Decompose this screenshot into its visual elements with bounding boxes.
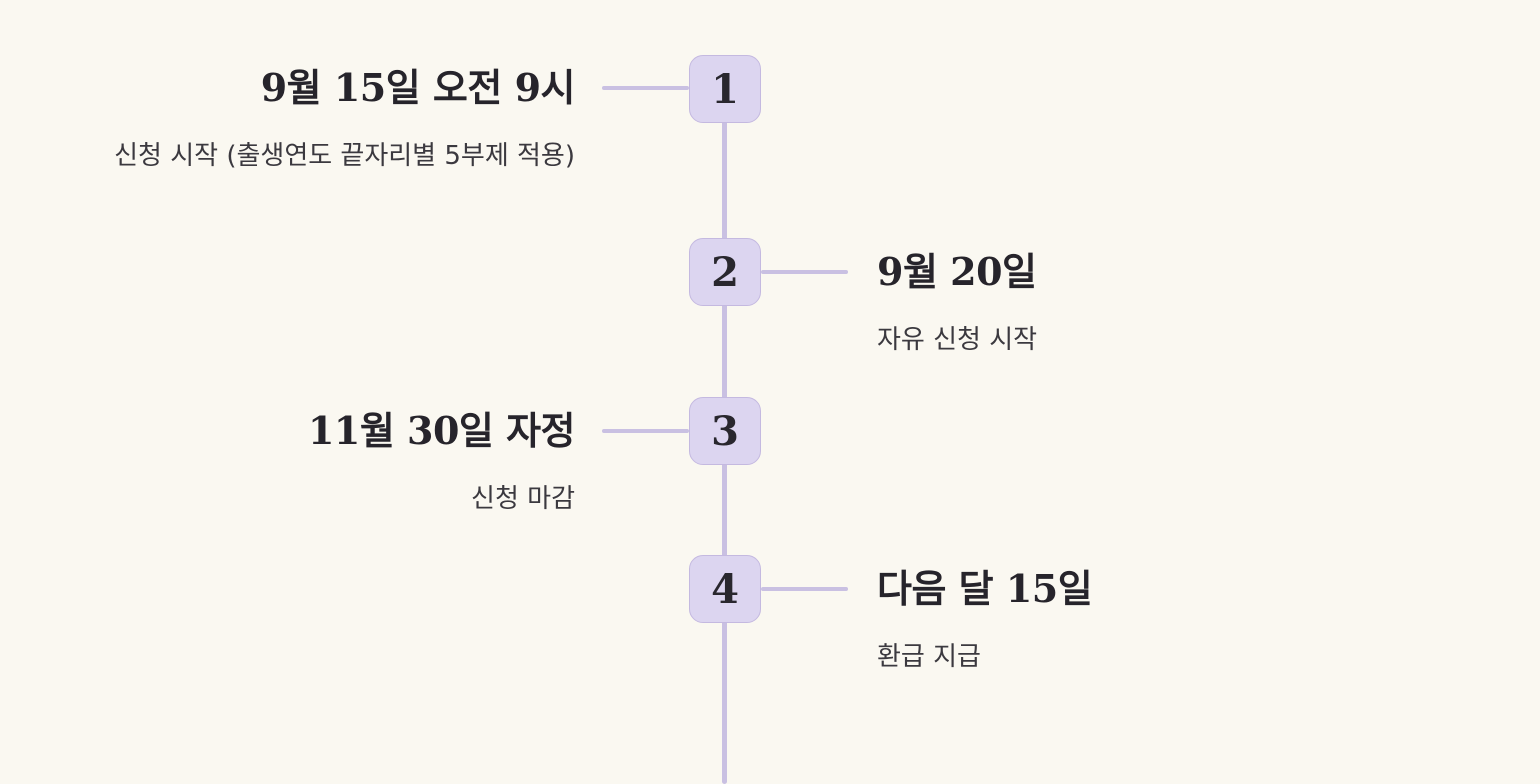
timeline-node-4: 4 (689, 555, 761, 623)
milestone-description: 환급 지급 (877, 642, 981, 672)
timeline-node-number: 1 (711, 65, 739, 113)
milestone-title: 다음 달 15일 (877, 566, 1093, 611)
milestone-title: 9월 15일 오전 9시 (260, 65, 576, 110)
milestone-description: 신청 마감 (471, 484, 575, 514)
timeline-connector-1 (602, 86, 689, 90)
timeline-connector-2 (761, 270, 848, 274)
timeline-node-number: 2 (711, 248, 739, 296)
milestone-title: 11월 30일 자정 (307, 408, 576, 453)
milestone-description: 자유 신청 시작 (877, 325, 1038, 355)
milestone-title: 9월 20일 (877, 249, 1037, 294)
milestone-4: 다음 달 15일 환급 지급 (877, 566, 1093, 673)
timeline-connector-4 (761, 587, 848, 591)
timeline-connector-3 (602, 429, 689, 433)
timeline-node-1: 1 (689, 55, 761, 123)
timeline-node-number: 3 (711, 407, 739, 455)
timeline-node-3: 3 (689, 397, 761, 465)
milestone-3: 11월 30일 자정 신청 마감 (307, 408, 576, 515)
timeline-node-2: 2 (689, 238, 761, 306)
milestone-2: 9월 20일 자유 신청 시작 (877, 251, 1037, 356)
milestone-1: 9월 15일 오전 9시 신청 시작 (출생연도 끝자리별 5부제 적용) (114, 67, 575, 172)
timeline-node-number: 4 (711, 565, 739, 613)
milestone-description: 신청 시작 (출생연도 끝자리별 5부제 적용) (114, 141, 575, 171)
